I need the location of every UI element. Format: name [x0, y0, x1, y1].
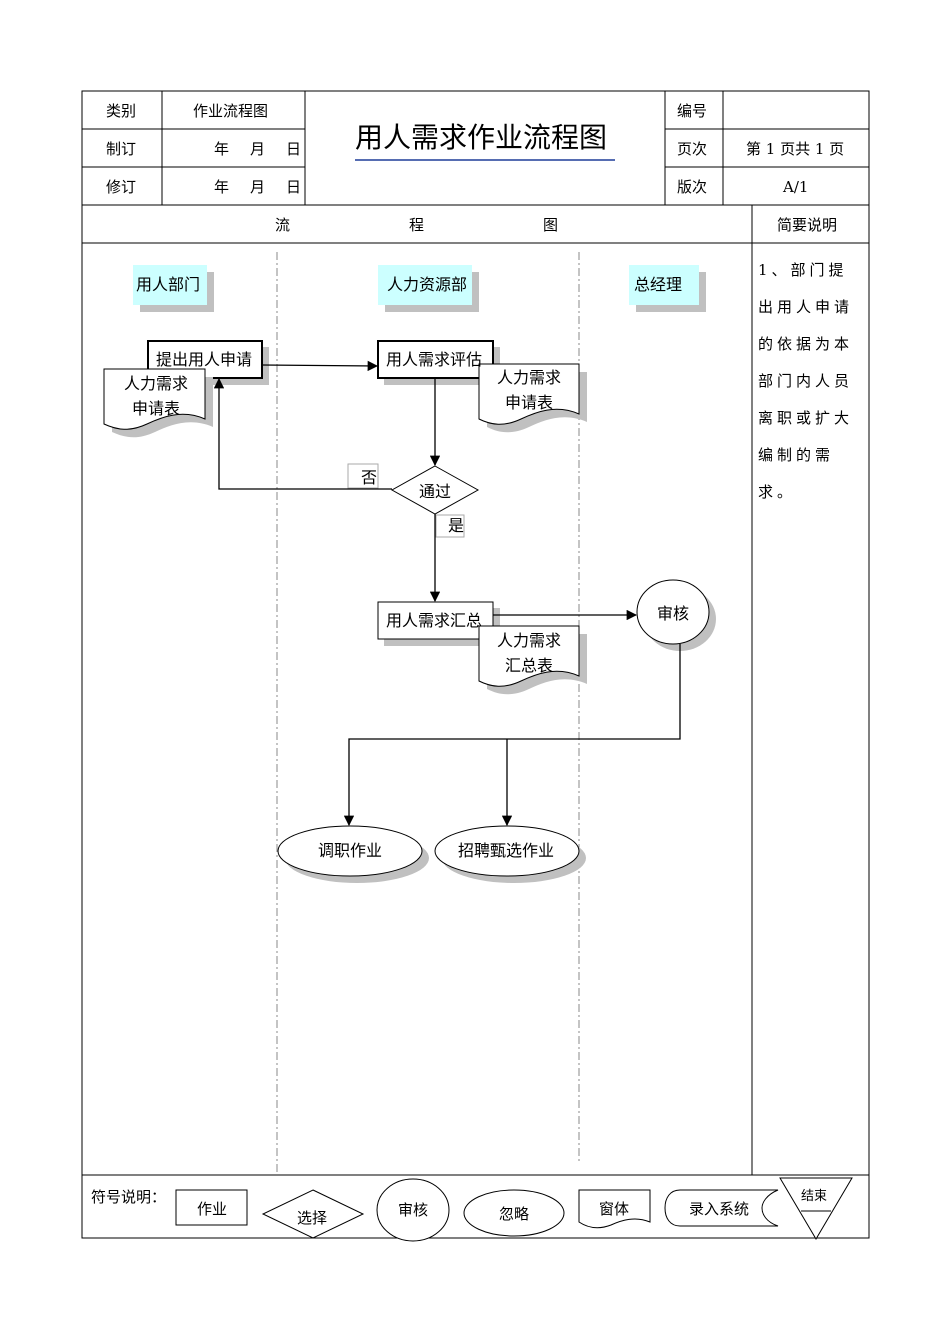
version-value: A/1	[783, 178, 809, 196]
document-title: 用人需求作业流程图	[355, 121, 608, 154]
end-recruit-text: 招聘甄选作业	[458, 841, 555, 860]
lane-title-hr: 人力资源部	[387, 275, 468, 294]
form1-line1: 人力需求	[124, 374, 189, 393]
note-text: 1、部门提出用人申请的依据为本部门内人员离职或扩大编制的需求。	[758, 261, 854, 501]
legend-review: 审核	[398, 1201, 429, 1219]
evaluate-text: 用人需求评估	[386, 350, 483, 369]
form2-line2: 申请表	[505, 393, 554, 412]
legend-process: 作业	[197, 1200, 228, 1218]
form3-line1: 人力需求	[497, 631, 562, 650]
form1-line2: 申请表	[132, 399, 181, 418]
yes-label-box	[435, 514, 465, 538]
summarize-text: 用人需求汇总	[386, 611, 483, 630]
legend-title: 符号说明：	[91, 1188, 167, 1206]
form3-line2: 汇总表	[505, 656, 554, 675]
form2-line1: 人力需求	[497, 368, 562, 387]
lane-title-gm: 总经理	[634, 275, 683, 294]
flow-label-3: 图	[543, 216, 559, 234]
end-transfer-text: 调职作业	[318, 841, 383, 860]
drafted-date: 年 月 日	[214, 140, 305, 158]
end-shapes	[277, 825, 586, 883]
drafted-label: 制订	[106, 140, 137, 158]
approve-shape	[636, 579, 716, 651]
approve-text: 审核	[657, 604, 690, 623]
lane-header-boxes	[133, 265, 706, 312]
legend-end: 结束	[801, 1189, 828, 1204]
legend-system-entry: 录入系统	[689, 1200, 750, 1218]
header-grid	[81, 90, 870, 1239]
notes-label: 简要说明	[777, 216, 838, 234]
version-label: 版次	[677, 178, 708, 196]
category-label: 类别	[106, 102, 137, 120]
page-value: 第 1 页共 1 页	[746, 140, 845, 158]
category-value: 作业流程图	[193, 102, 269, 120]
lane-title-dept: 用人部门	[136, 275, 201, 294]
form2-shape	[478, 363, 587, 433]
number-label: 编号	[677, 102, 708, 120]
revised-label: 修订	[106, 178, 137, 196]
legend-form: 窗体	[599, 1200, 630, 1218]
page-label: 页次	[677, 140, 708, 158]
no-label: 否	[361, 468, 378, 487]
connectors	[213, 360, 681, 827]
form1-shape	[103, 368, 213, 438]
legend-shapes	[175, 1177, 853, 1242]
yes-label: 是	[448, 516, 465, 535]
form3-shape	[478, 625, 587, 695]
flow-label-1: 流	[275, 216, 291, 234]
submit-request-text: 提出用人申请	[156, 350, 253, 369]
legend-decision: 选择	[297, 1209, 328, 1227]
legend-ignore: 忽略	[499, 1205, 530, 1223]
decision-text: 通过	[419, 482, 452, 501]
no-label-box	[347, 463, 379, 489]
revised-date: 年 月 日	[214, 178, 305, 196]
flow-label-2: 程	[409, 216, 425, 234]
